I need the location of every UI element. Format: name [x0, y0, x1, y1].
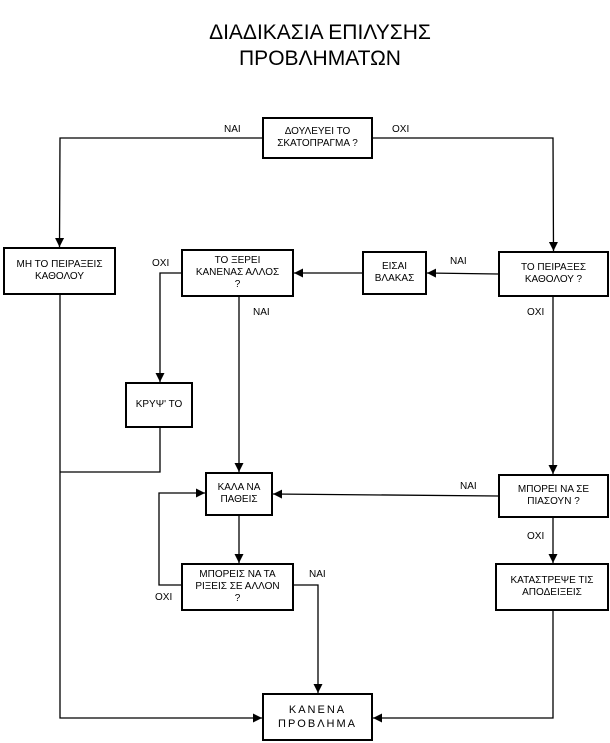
edge-label-no: ΟΧΙ	[155, 592, 173, 603]
node-text-line: ΚΑΛΑ ΝΑ	[217, 482, 261, 493]
node-hide: ΚΡΥΨ' ΤΟ	[125, 382, 193, 428]
node-text-line: ΚΑΝΕΝΑΣ ΑΛΛΟΣ	[195, 267, 280, 278]
edge-label-yes: ΝΑΙ	[309, 569, 326, 580]
node-text-line: ?	[234, 279, 241, 290]
node-text-line: ΠΙΑΣΟΥΝ ?	[527, 496, 580, 507]
edge-label-no: ΟΧΙ	[527, 307, 545, 318]
connector-blame-to-no-problem	[294, 584, 323, 693]
node-text-line: ΑΠΟΔΕΙΞΕΙΣ	[522, 587, 582, 598]
node-text-line: ΠΑΘΕΙΣ	[220, 494, 258, 505]
edge-label-yes: ΝΑΙ	[450, 256, 467, 267]
node-text-line: ΤΟ ΞΕΡΕΙ	[214, 255, 261, 266]
edge-label-yes: ΝΑΙ	[460, 481, 477, 492]
node-text-line: ΚΑΤΑΣΤΡΕΨΕ ΤΙΣ	[510, 575, 594, 586]
node-text-line: ΒΛΑΚΑΣ	[374, 273, 415, 284]
node-text-line: ΚΡΥΨ' ΤΟ	[135, 399, 183, 410]
node-text-line: ΚΑΘΟΛΟΥ ?	[524, 274, 583, 285]
connector-blame-to-suffer	[158, 488, 205, 586]
connector-touched-to-idiot	[426, 268, 499, 278]
node-text-line: ΣΚΑΤΟΠΡΑΓΜΑ ?	[277, 138, 358, 149]
node-text-line: ΕΙΣΑΙ	[381, 261, 408, 272]
diagram-title: ΔΙΑΔΙΚΑΣΙΑ ΕΠΙΛΥΣΗΣ ΠΡΟΒΛΗΜΑΤΩΝ	[0, 20, 610, 72]
node-text-line: ΠΡΟΒΛΗΜΑ	[278, 718, 357, 730]
node-text-line: ΚΑΝΕΝΑ	[288, 704, 347, 716]
node-text-line: ?	[234, 593, 241, 604]
node-text-line: ΚΑΘΟΛΟΥ	[34, 271, 85, 282]
edge-label-no: ΟΧΙ	[527, 531, 545, 542]
node-text-line: ΡΙΞΕΙΣ ΣΕ ΑΛΛΟΝ	[195, 581, 280, 592]
node-text-line: ΜΠΟΡΕΙΣ ΝΑ ΤΑ	[199, 569, 276, 580]
connector-someone-to-hide	[155, 272, 181, 382]
edge-label-yes: ΝΑΙ	[253, 307, 270, 318]
node-text-line: ΤΟ ΠΕΙΡΑΞΕΣ	[520, 262, 587, 273]
edge-label-yes: ΝΑΙ	[224, 124, 241, 135]
connector-dont-touch-to-no-problem	[59, 295, 262, 723]
title-line-1: ΔΙΑΔΙΚΑΣΙΑ ΕΠΙΛΥΣΗΣ	[209, 21, 431, 45]
node-text-line: ΜΗ ΤΟ ΠΕΙΡΑΞΕΙΣ	[16, 259, 103, 270]
node-text-line: ΔΟΥΛΕΥΕΙ ΤΟ	[284, 126, 351, 137]
connector-caught-to-suffer	[272, 489, 499, 499]
connector-destroy-to-no-problem	[373, 611, 554, 723]
node-no-problem: ΚΑΝΕΝΑ ΠΡΟΒΛΗΜΑ	[262, 693, 373, 741]
edge-label-no: ΟΧΙ	[152, 258, 170, 269]
connector-hide-to-dont-touch	[60, 428, 161, 473]
node-text-line: ΜΠΟΡΕΙ ΝΑ ΣΕ	[517, 484, 590, 495]
edge-label-no: ΟΧΙ	[392, 124, 410, 135]
title-line-2: ΠΡΟΒΛΗΜΑΤΩΝ	[239, 47, 401, 71]
connector-works-to-dont-touch	[55, 137, 262, 248]
connector-works-to-touched	[373, 137, 558, 252]
